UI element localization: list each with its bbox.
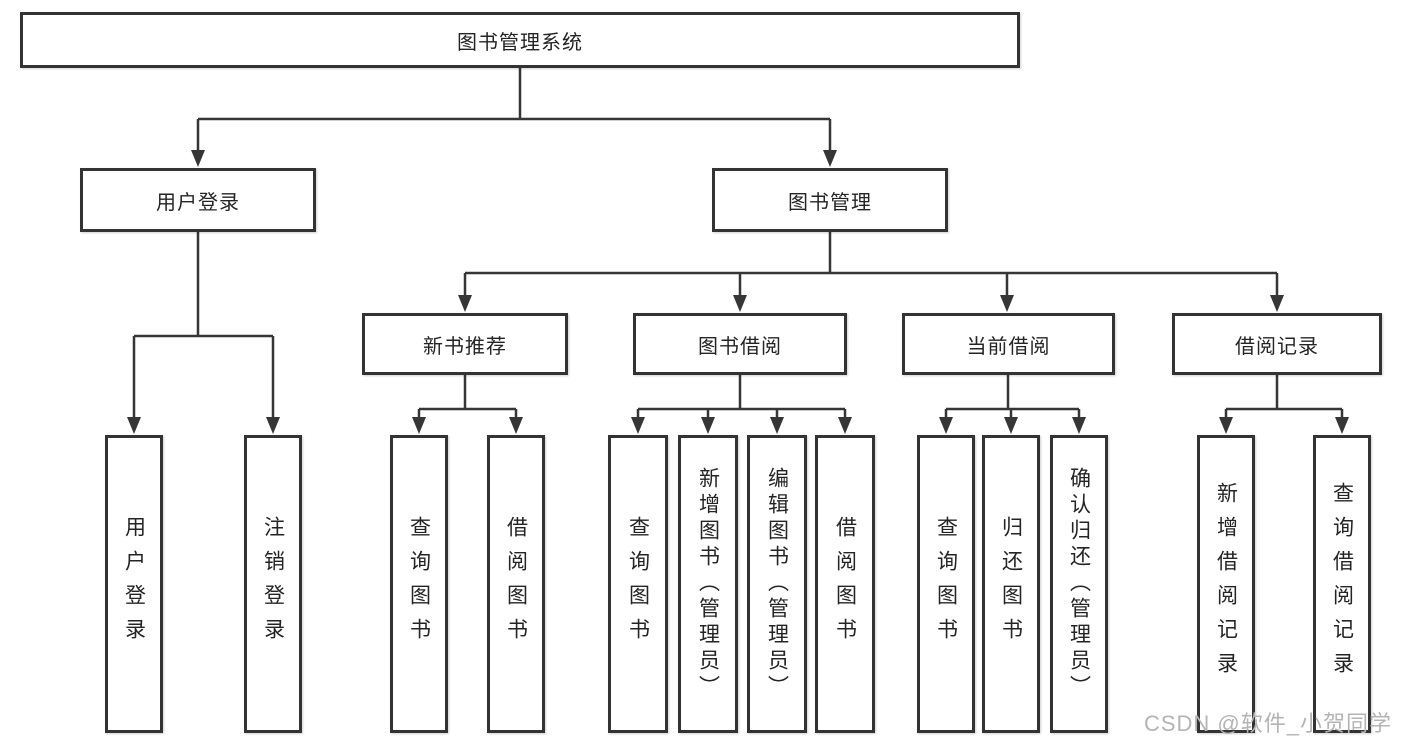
node-current-borrowing-label: 当前借阅 — [966, 335, 1051, 358]
leaf-query-books-borrow-label: 查询图书 — [626, 516, 650, 652]
node-book-management: 图书管理 — [712, 168, 948, 232]
leaf-confirm-return-admin-label: 确认归还（管理员） — [1067, 467, 1091, 701]
leaf-borrow-books-recommend-label: 借阅图书 — [504, 516, 528, 652]
leaf-borrow-books-label: 借阅图书 — [833, 516, 857, 652]
leaf-query-books-borrow: 查询图书 — [608, 435, 668, 733]
node-user-login-branch-label: 用户登录 — [156, 191, 240, 214]
node-book-borrowing: 图书借阅 — [633, 313, 847, 375]
leaf-query-books-recommend: 查询图书 — [390, 435, 448, 733]
leaf-user-login: 用户登录 — [105, 435, 163, 733]
node-root-system: 图书管理系统 — [20, 12, 1020, 68]
leaf-return-books: 归还图书 — [982, 435, 1040, 733]
connector-paths — [132, 68, 1344, 418]
csdn-watermark: CSDN @软件_小贺同学 — [1143, 711, 1392, 736]
leaf-query-books-current-label: 查询图书 — [934, 516, 958, 652]
leaf-add-books-admin-label: 新增图书（管理员） — [696, 467, 720, 701]
node-borrowing-records-label: 借阅记录 — [1235, 335, 1319, 358]
leaf-edit-books-admin-label: 编辑图书（管理员） — [765, 467, 789, 701]
leaf-edit-books-admin: 编辑图书（管理员） — [747, 435, 807, 733]
node-book-borrowing-label: 图书借阅 — [698, 335, 782, 358]
leaf-query-books-current: 查询图书 — [917, 435, 975, 733]
leaf-query-books-recommend-label: 查询图书 — [407, 516, 431, 652]
node-borrowing-records: 借阅记录 — [1172, 313, 1382, 375]
node-new-book-recommend: 新书推荐 — [362, 313, 568, 375]
leaf-add-borrow-record-label: 新增借阅记录 — [1214, 482, 1238, 686]
arrowheads — [127, 150, 1349, 434]
node-user-login-branch: 用户登录 — [80, 168, 316, 232]
node-root-system-label: 图书管理系统 — [457, 31, 583, 54]
leaf-query-borrow-record-label: 查询借阅记录 — [1330, 482, 1354, 686]
leaf-borrow-books-recommend: 借阅图书 — [487, 435, 545, 733]
node-new-book-recommend-label: 新书推荐 — [423, 335, 507, 358]
leaf-return-books-label: 归还图书 — [999, 516, 1023, 652]
node-book-management-label: 图书管理 — [788, 191, 872, 214]
leaf-add-books-admin: 新增图书（管理员） — [678, 435, 738, 733]
leaf-logout-label: 注销登录 — [261, 516, 285, 652]
leaf-logout: 注销登录 — [244, 435, 302, 733]
leaf-confirm-return-admin: 确认归还（管理员） — [1050, 435, 1108, 733]
leaf-borrow-books: 借阅图书 — [815, 435, 875, 733]
node-current-borrowing: 当前借阅 — [902, 313, 1115, 375]
leaf-user-login-label: 用户登录 — [122, 516, 146, 652]
leaf-query-borrow-record: 查询借阅记录 — [1313, 435, 1371, 733]
leaf-add-borrow-record: 新增借阅记录 — [1197, 435, 1255, 733]
